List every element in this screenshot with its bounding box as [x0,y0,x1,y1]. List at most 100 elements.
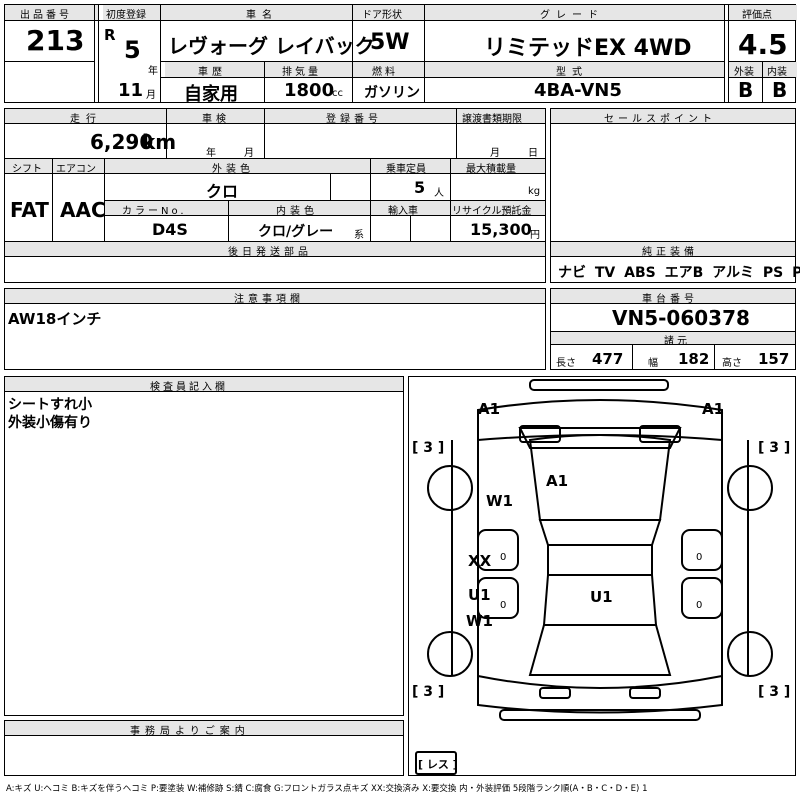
insp-month-unit: 月 [244,148,254,159]
color-no: D4S [152,220,188,239]
year-unit: 年 [148,66,158,77]
car-name: レヴォーグ レイバック [168,34,375,58]
length-label: 長さ [556,358,576,369]
notes-label: 注意事項欄 [234,294,304,305]
chassis-label: 車台番号 [642,294,698,305]
equipment-label: 純正装備 [642,247,698,258]
later-label: 後日発送部品 [228,247,312,258]
fuel: ガソリン [364,85,420,101]
height: 157 [758,350,790,368]
inspection-label: 車検 [202,114,230,125]
inspector-label: 検査員記入欄 [150,382,228,393]
exterior-score: B [738,78,754,102]
int-color-label: 内装色 [276,206,318,217]
grade: リミテッドEX 4WD [484,36,692,61]
recycle: 15,300 [470,220,532,239]
width: 182 [678,350,710,368]
mileage-label: 走行 [70,114,102,125]
reg-label: 登録番号 [326,114,382,125]
tire-rr: [ 3 ] [758,684,791,700]
mark-a1-right: A1 [702,400,725,418]
chassis-block [550,288,796,370]
lot-number: 213 [26,24,85,57]
color-no-label: カラーNo. [122,206,187,217]
mark-w1: W1 [486,492,513,510]
width-label: 幅 [648,358,658,369]
capacity-unit: 人 [434,188,444,199]
fuel-label: 燃料 [372,67,398,78]
ac-label: エアコン [56,164,96,175]
mark-w1-lower: W1 [466,612,493,630]
shift: FAT [10,198,49,222]
mileage: 6,290 [90,130,154,154]
mark-zero-3: 0 [500,600,507,611]
capacity-label: 乗車定員 [386,164,426,175]
model-label: 型式 [556,67,588,78]
height-label: 高さ [722,358,742,369]
ac: AAC [60,198,106,222]
load-unit: kg [528,186,541,197]
grade-label: グレード [540,10,604,21]
tire-fl: [ 3 ] [412,440,445,456]
diagram-block [408,376,796,776]
notes-text: AW18インチ [8,310,102,328]
door-type: 5W [370,30,410,55]
inspector-line2: 外装小傷有り [8,415,92,431]
name-label: 車名 [246,10,278,21]
sales-block [550,108,796,283]
spec-label: 諸元 [664,336,690,347]
office-block [4,720,404,776]
inspector-line1: シートすれ小 [8,397,92,413]
model: 4BA-VN5 [534,80,622,101]
displacement-label: 排気量 [282,67,321,78]
mark-zero-1: 0 [500,552,507,563]
mark-zero-4: 0 [696,600,703,611]
transfer-label: 譲渡書類期限 [462,114,522,125]
int-color-unit: 系 [354,230,364,241]
door-label: ドア形状 [362,10,402,21]
import-label: 輸入車 [388,206,418,217]
score-label: 評価点 [742,10,772,21]
month-unit: 月 [146,90,156,101]
legend-line: A:キズ U:ヘコミ B:キズを伴うヘコミ P:要塗装 W:補修跡 S:錆 C:… [6,784,648,794]
reg-year: 5 [124,36,141,64]
ext-color: クロ [206,182,239,201]
mark-a1-left: A1 [478,400,501,418]
mark-u1-left: U1 [468,586,491,604]
era: R [104,26,116,44]
mileage-unit: km [142,130,177,154]
recycle-label: リサイクル預託金 [452,206,532,217]
interior-label: 内装 [767,67,787,78]
history: 自家用 [184,84,238,105]
history-label: 車歴 [198,67,226,78]
office-label: 事務局よりご案内 [130,726,250,737]
interior-score: B [772,78,788,102]
notes-block [4,288,546,370]
tire-rl: [ 3 ] [412,684,445,700]
reg-month: 11 [118,80,144,101]
displacement-unit: cc [332,88,343,99]
load-label: 最大積載量 [466,164,516,175]
spare-tire: [ レス ] [418,758,458,771]
tire-fr: [ 3 ] [758,440,791,456]
score: 4.5 [738,28,788,61]
int-color: クロ/グレー [258,224,334,240]
inspector-block [4,376,404,716]
mark-zero-2: 0 [696,552,703,563]
info-block [4,108,546,283]
exterior-label: 外装 [734,67,754,78]
recycle-unit: 円 [530,230,540,241]
capacity: 5 [414,178,426,197]
equipment-items: ナビ TV ABS エアB アルミ PS PW [558,265,800,281]
sales-label: セールスポイント [604,114,716,125]
insp-year-unit: 年 [206,148,216,159]
transfer-day-unit: 日 [528,148,538,159]
length: 477 [592,350,624,368]
mark-u1-center: U1 [590,588,613,606]
displacement: 1800 [284,80,335,101]
header-block [4,4,797,103]
mark-a1-hood: A1 [546,472,569,490]
first-reg-label: 初度登録 [106,10,146,21]
shift-label: シフト [12,164,42,175]
